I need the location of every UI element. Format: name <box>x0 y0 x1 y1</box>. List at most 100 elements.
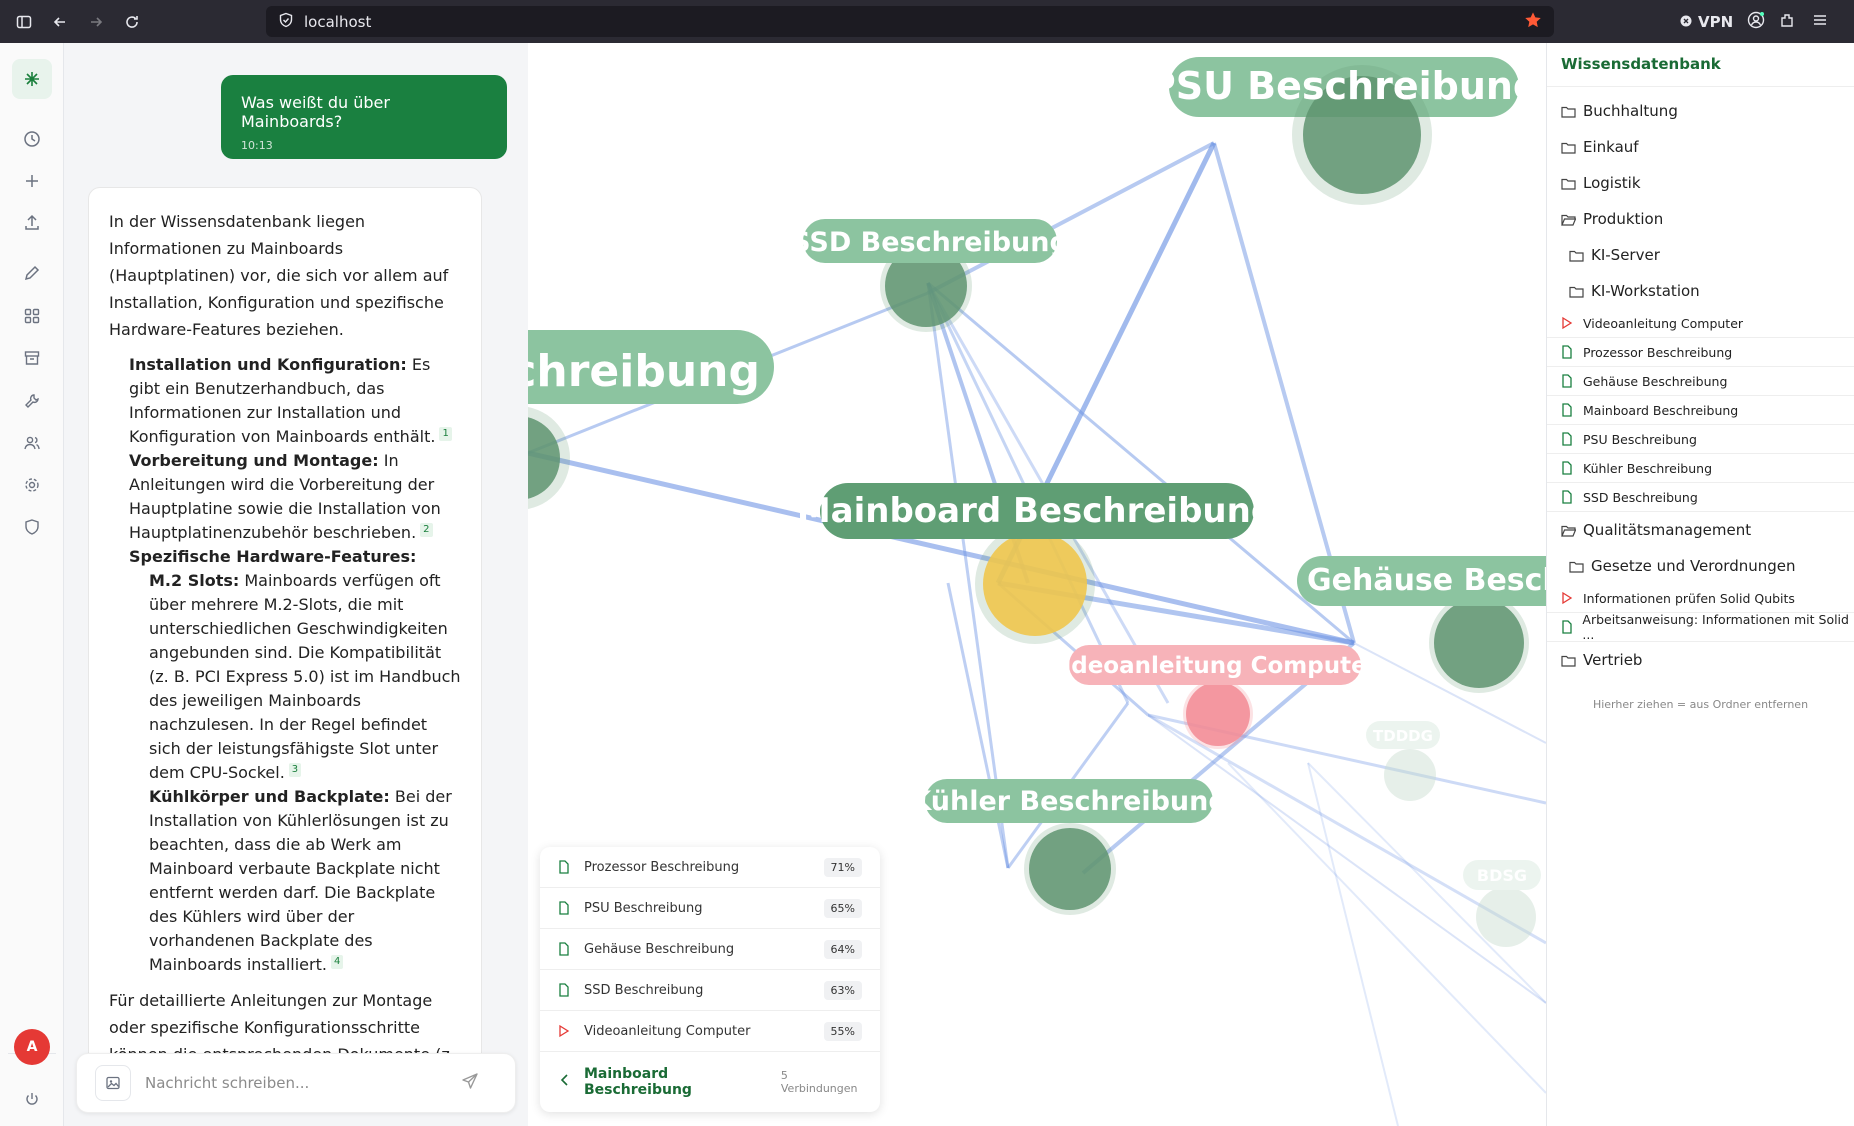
vpn-button[interactable]: VPN <box>1680 13 1733 31</box>
connection-row[interactable]: Prozessor Beschreibung 71% <box>540 847 880 888</box>
item-title: Spezifische Hardware-Features: <box>129 547 417 566</box>
connection-row[interactable]: SSD Beschreibung 63% <box>540 970 880 1011</box>
graph-node-mainboard[interactable]: Mainboard Beschreibung <box>797 483 1275 644</box>
tree-folder-item[interactable]: Produktion <box>1547 201 1854 237</box>
tree-file-item[interactable]: Mainboard Beschreibung <box>1547 396 1854 425</box>
connection-name: Gehäuse Beschreibung <box>584 941 735 957</box>
tree-file-item[interactable]: Gehäuse Beschreibung <box>1547 367 1854 396</box>
folder-icon <box>1561 654 1577 667</box>
graph-label-tdddg: TDDDG <box>1373 727 1433 745</box>
citation-badge[interactable]: 4 <box>330 954 344 969</box>
reload-icon[interactable] <box>114 0 150 43</box>
users-icon[interactable] <box>12 423 52 463</box>
upload-icon[interactable] <box>12 203 52 243</box>
graph-node-tdddg[interactable]: TDDDG <box>1366 721 1440 801</box>
edit-icon[interactable] <box>12 253 52 293</box>
address-bar[interactable]: localhost <box>266 6 1554 37</box>
graph-node-kuehler[interactable]: Kühler Beschreibung <box>910 779 1228 915</box>
connection-row[interactable]: PSU Beschreibung 65% <box>540 888 880 929</box>
account-icon[interactable] <box>1747 11 1765 33</box>
video-icon <box>558 1024 572 1038</box>
tree-folder-item[interactable]: Buchhaltung <box>1547 93 1854 129</box>
wrench-icon[interactable] <box>12 381 52 421</box>
graph-node-bdsg[interactable]: BDSG <box>1463 860 1541 947</box>
knowledge-graph[interactable]: eschreibung PSU Beschreibung SSD Beschre… <box>528 43 1546 1126</box>
tree-item-label: Kühler Beschreibung <box>1583 460 1713 476</box>
tree-item-label: Vertrieb <box>1583 651 1643 669</box>
tree-item-label: Informationen prüfen Solid Qubits <box>1583 590 1795 606</box>
menu-icon[interactable] <box>1811 11 1829 33</box>
tree-item-label: Videoanleitung Computer <box>1583 315 1744 331</box>
connection-name: Prozessor Beschreibung <box>584 859 740 875</box>
tree-item-label: Buchhaltung <box>1583 102 1678 120</box>
answer-list-item: Vorbereitung und Montage: In Anleitungen… <box>109 449 461 545</box>
tree-folder-item[interactable]: Gesetze und Verordnungen <box>1547 548 1854 584</box>
tree-folder-item[interactable]: Qualitätsmanagement <box>1547 512 1854 548</box>
apps-grid-icon[interactable] <box>12 296 52 336</box>
tree-folder-item[interactable]: KI-Workstation <box>1547 273 1854 309</box>
item-text: Es gibt ein Benutzerhandbuch, das Inform… <box>129 355 436 446</box>
graph-label-video: Videoanleitung Computer <box>1046 653 1379 679</box>
citation-badge[interactable]: 2 <box>420 522 433 537</box>
file-icon <box>558 983 572 997</box>
avatar[interactable]: A <box>14 1029 50 1065</box>
power-icon[interactable] <box>12 1079 52 1119</box>
forward-icon[interactable] <box>78 0 114 43</box>
connection-row[interactable]: Gehäuse Beschreibung 64% <box>540 929 880 970</box>
tree-file-item[interactable]: PSU Beschreibung <box>1547 425 1854 454</box>
knowledge-graph-icon[interactable] <box>12 59 52 99</box>
item-text: In Anleitungen wird die Vorbereitung der… <box>129 451 441 542</box>
back-icon[interactable] <box>42 0 78 43</box>
graph-node-video[interactable]: Videoanleitung Computer <box>1046 645 1379 749</box>
connections-panel: Prozessor Beschreibung 71% PSU Beschreib… <box>540 847 880 1112</box>
answer-intro: In der Wissensdatenbank liegen Informati… <box>109 212 449 339</box>
tree-item-label: Qualitätsmanagement <box>1583 521 1752 539</box>
extensions-icon[interactable] <box>1779 11 1797 33</box>
citation-badge[interactable]: 1 <box>439 426 452 441</box>
graph-node-gehaeuse[interactable]: Gehäuse Beschrei <box>1297 556 1546 693</box>
tree-file-item[interactable]: Videoanleitung Computer <box>1547 309 1854 338</box>
new-chat-icon[interactable] <box>12 161 52 201</box>
connection-score: 63% <box>823 980 862 1000</box>
archive-icon[interactable] <box>12 338 52 378</box>
shield-icon[interactable] <box>12 507 52 547</box>
citation-badge[interactable]: 3 <box>288 762 302 777</box>
graph-node-prozessor[interactable]: eschreibung <box>528 330 774 510</box>
message-input[interactable] <box>145 1074 455 1092</box>
url-text: localhost <box>304 12 372 31</box>
folder-icon <box>1561 105 1577 118</box>
graph-node-ssd[interactable]: SSD Beschreibung <box>791 219 1069 332</box>
tree-folder-item[interactable]: Logistik <box>1547 165 1854 201</box>
tree-file-item[interactable]: SSD Beschreibung <box>1547 483 1854 512</box>
video-icon <box>1561 316 1577 330</box>
settings-gear-icon[interactable] <box>12 465 52 505</box>
subitem-text: Bei der Installation von Kühlerlösungen … <box>149 787 452 974</box>
tree-file-item[interactable]: Prozessor Beschreibung <box>1547 338 1854 367</box>
tree-item-label: Arbeitsanweisung: Informationen mit Soli… <box>1582 612 1849 642</box>
attach-image-icon[interactable] <box>95 1065 131 1101</box>
sidebar-toggle-icon[interactable] <box>6 0 42 43</box>
file-icon <box>1561 432 1577 446</box>
tree-file-item[interactable]: Kühler Beschreibung <box>1547 454 1854 483</box>
tree-folder-item[interactable]: Vertrieb <box>1547 642 1854 678</box>
graph-node-psu[interactable]: PSU Beschreibung <box>1148 57 1540 205</box>
chevron-left-icon[interactable] <box>560 1074 570 1090</box>
message-composer <box>76 1053 516 1113</box>
subitem-text: Mainboards verfügen oft über mehrere M.2… <box>149 571 461 782</box>
tree-folder-item[interactable]: KI-Server <box>1547 237 1854 273</box>
connection-row[interactable]: Videoanleitung Computer 55% <box>540 1011 880 1052</box>
file-icon <box>1561 345 1577 359</box>
bookmark-star-icon[interactable] <box>1524 11 1542 33</box>
graph-label-mainboard: Mainboard Beschreibung <box>797 491 1275 531</box>
history-icon[interactable] <box>12 119 52 159</box>
connection-score: 55% <box>823 1021 862 1041</box>
selected-node-title: Mainboard Beschreibung <box>584 1066 692 1098</box>
tree-file-item[interactable]: Informationen prüfen Solid Qubits <box>1547 584 1854 613</box>
tree-folder-item[interactable]: Einkauf <box>1547 129 1854 165</box>
drop-hint: Hierher ziehen = aus Ordner entfernen <box>1592 698 1809 711</box>
send-icon[interactable] <box>461 1072 479 1094</box>
tree-file-item[interactable]: Arbeitsanweisung: Informationen mit Soli… <box>1547 612 1854 642</box>
connection-score: 71% <box>823 857 862 877</box>
chat-panel: Was weißt du über Mainboards? 10:13 In d… <box>64 43 528 1126</box>
